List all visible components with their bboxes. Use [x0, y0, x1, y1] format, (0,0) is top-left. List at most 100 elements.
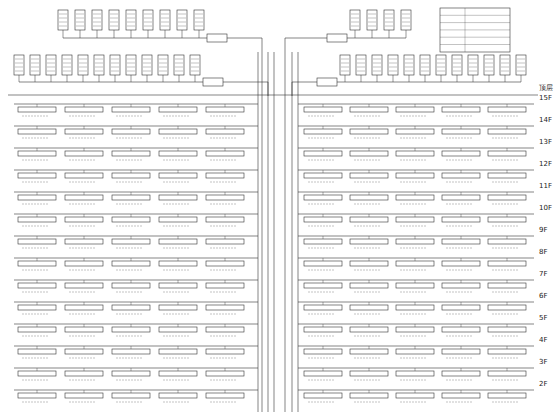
- meter-row-box: [442, 393, 480, 398]
- meter-row-box: [65, 195, 103, 200]
- wire-line: [22, 138, 48, 139]
- meter-row-box: [65, 151, 103, 156]
- meter-row-box: [350, 217, 388, 222]
- floor-label: 9F: [538, 226, 548, 234]
- wire-line: [84, 214, 85, 217]
- wire-line: [345, 82, 521, 83]
- wire-line: [389, 71, 397, 72]
- wire-line: [369, 324, 370, 327]
- wire-line: [37, 192, 38, 195]
- meter-box: [468, 55, 478, 75]
- wire-line: [446, 292, 472, 293]
- wire-line: [256, 236, 258, 237]
- wire-line: [144, 26, 152, 27]
- meter-row-box: [350, 129, 388, 134]
- wire-line: [111, 59, 119, 60]
- wire-line: [421, 67, 429, 68]
- meter-row-box: [304, 283, 342, 288]
- meter-box: [58, 10, 68, 30]
- wire-line: [163, 336, 189, 337]
- wire-line: [507, 170, 508, 173]
- wire-line: [501, 71, 509, 72]
- wire-line: [461, 368, 462, 371]
- wire-line: [227, 38, 262, 39]
- meter-row-box: [18, 195, 56, 200]
- wire-line: [159, 63, 167, 64]
- wire-line: [69, 182, 95, 183]
- wire-line: [116, 182, 142, 183]
- wire-line: [298, 52, 299, 412]
- switch-box: [327, 34, 347, 42]
- wire-line: [14, 126, 256, 127]
- wire-line: [178, 22, 186, 23]
- meter-row-box: [112, 305, 150, 310]
- wire-line: [507, 236, 508, 239]
- meter-row-box: [18, 261, 56, 266]
- wire-line: [300, 236, 534, 237]
- wire-line: [400, 160, 426, 161]
- wire-line: [191, 59, 199, 60]
- wire-line: [191, 63, 199, 64]
- wire-line: [501, 67, 509, 68]
- wire-line: [19, 82, 195, 83]
- wire-line: [47, 63, 55, 64]
- wire-line: [300, 280, 534, 281]
- wire-line: [178, 14, 186, 15]
- wire-line: [37, 170, 38, 173]
- wire-line: [84, 236, 85, 239]
- meter-row-box: [304, 327, 342, 332]
- wire-line: [22, 160, 48, 161]
- wire-line: [323, 126, 324, 129]
- meter-box: [160, 10, 170, 30]
- meter-row-box: [159, 195, 197, 200]
- wire-line: [14, 104, 256, 105]
- wire-line: [385, 22, 393, 23]
- meter-row-box: [304, 239, 342, 244]
- wire-line: [15, 67, 23, 68]
- meter-row-box: [488, 107, 526, 112]
- wire-line: [492, 380, 518, 381]
- meter-row-box: [442, 107, 480, 112]
- wire-line: [308, 402, 334, 403]
- floor-label: 4F: [538, 336, 548, 344]
- meter-row-box: [442, 261, 480, 266]
- wire-line: [22, 204, 48, 205]
- wire-line: [84, 104, 85, 107]
- wire-line: [489, 75, 490, 82]
- wire-line: [79, 71, 87, 72]
- wire-line: [441, 75, 442, 82]
- wire-line: [63, 71, 71, 72]
- meter-row-box: [488, 261, 526, 266]
- wire-line: [469, 71, 477, 72]
- wire-line: [507, 302, 508, 305]
- meter-row-box: [442, 283, 480, 288]
- meter-row-box: [206, 239, 244, 244]
- meter-row-box: [350, 371, 388, 376]
- wire-line: [195, 18, 203, 19]
- wire-line: [225, 368, 226, 371]
- wire-line: [285, 38, 327, 39]
- wire-line: [131, 368, 132, 371]
- wire-line: [131, 214, 132, 217]
- wire-line: [63, 67, 71, 68]
- meter-box: [30, 55, 40, 75]
- meter-box: [452, 55, 462, 75]
- meter-row-box: [18, 173, 56, 178]
- wire-line: [63, 63, 71, 64]
- wire-line: [131, 75, 132, 82]
- wire-line: [76, 18, 84, 19]
- wire-line: [223, 82, 268, 83]
- meter-row-box: [396, 151, 434, 156]
- wire-line: [161, 26, 169, 27]
- wire-line: [446, 270, 472, 271]
- meter-row-box: [488, 195, 526, 200]
- wire-line: [300, 214, 534, 215]
- meter-row-box: [65, 239, 103, 244]
- wire-line: [37, 126, 38, 129]
- wire-line: [300, 258, 534, 259]
- meter-row-box: [304, 151, 342, 156]
- wire-line: [389, 30, 390, 38]
- wire-line: [507, 390, 508, 393]
- wire-line: [84, 258, 85, 261]
- wire-line: [110, 22, 118, 23]
